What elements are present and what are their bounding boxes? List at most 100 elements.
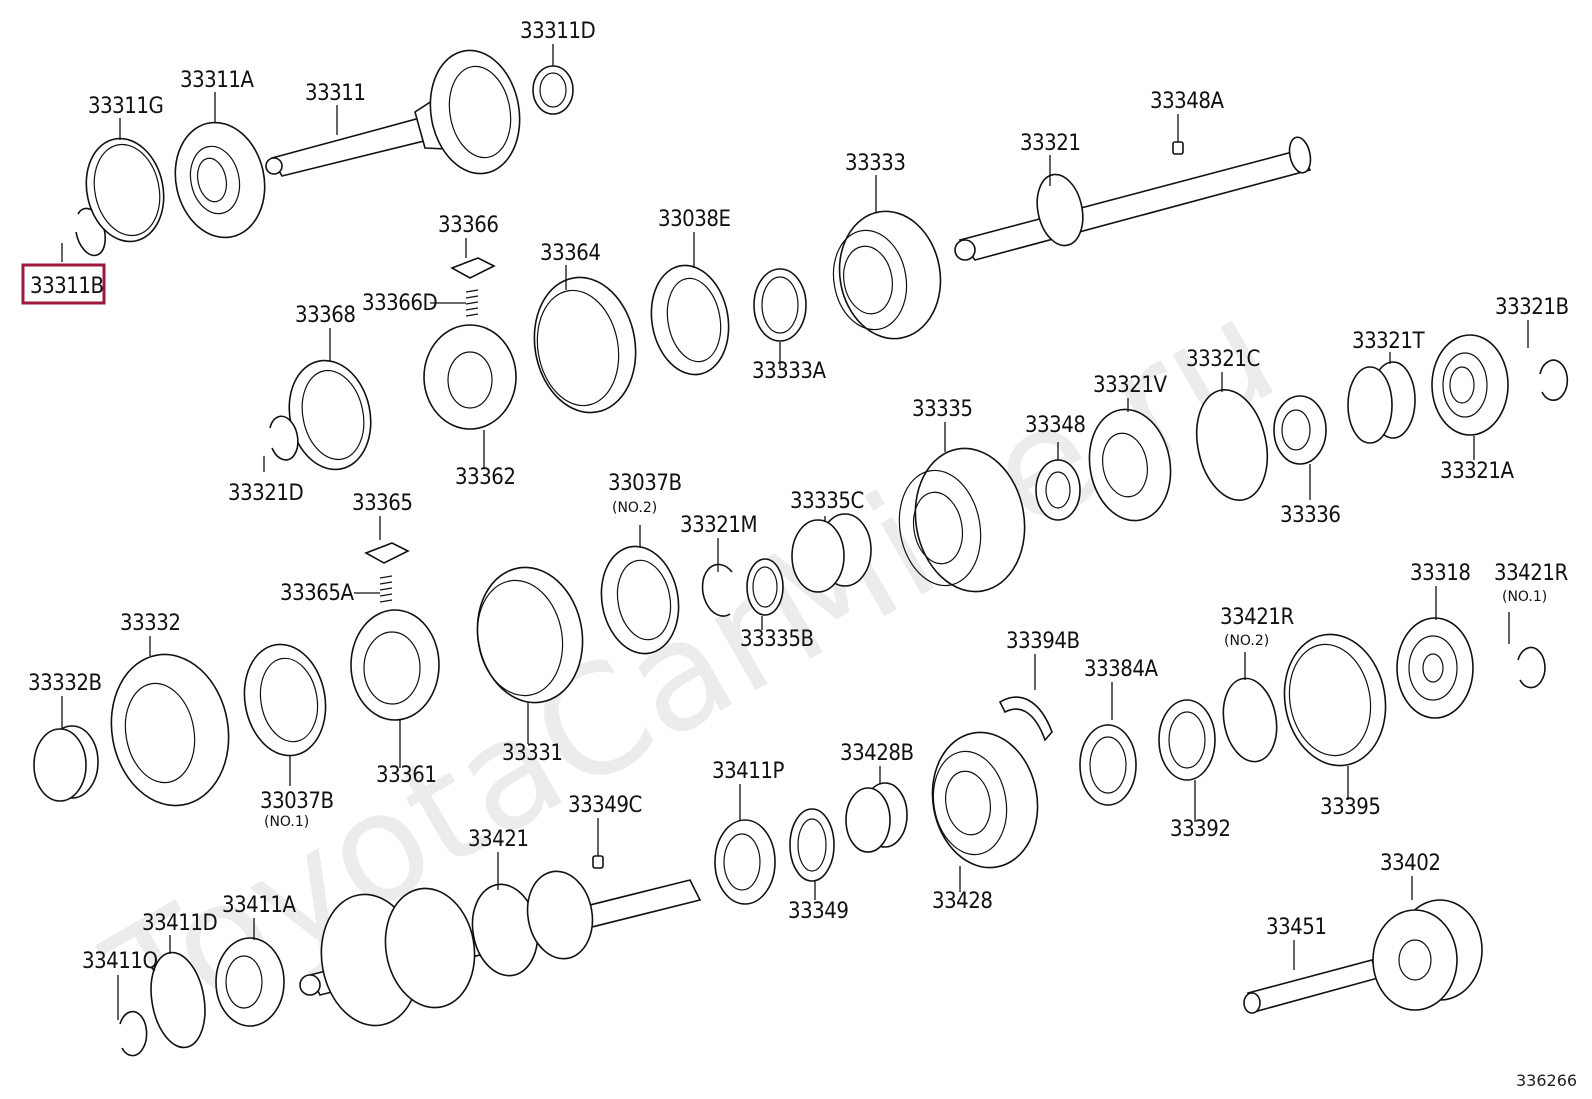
part-label-33366[interactable]: 33366	[438, 213, 499, 238]
part-label-33368[interactable]: 33368	[295, 303, 356, 328]
part-label-33392[interactable]: 33392	[1170, 817, 1231, 842]
part-graphic-33037B-no1	[243, 643, 327, 757]
part-graphic-33348	[1035, 459, 1081, 521]
part-label-33318[interactable]: 33318	[1410, 561, 1471, 586]
part-graphic-33333	[832, 210, 942, 340]
part-label-33332[interactable]: 33332	[120, 611, 181, 636]
part-label-33384A[interactable]: 33384A	[1084, 657, 1159, 682]
part-label-33037B-no2[interactable]: 33037B	[608, 471, 682, 496]
part-graphic-33318	[1396, 617, 1474, 719]
part-label-33451[interactable]: 33451	[1266, 915, 1327, 940]
part-label-33348[interactable]: 33348	[1025, 413, 1086, 438]
part-graphic-33037B-no2	[600, 545, 680, 655]
part-graphic-33421R-no2	[1222, 677, 1278, 763]
part-graphic-33321T	[1347, 361, 1416, 444]
part-label-33333A[interactable]: 33333A	[752, 359, 827, 384]
part-graphic-33428	[931, 731, 1039, 869]
part-label-33411A[interactable]: 33411A	[222, 893, 297, 918]
part-label-33366D[interactable]: 33366D	[362, 291, 438, 316]
part-graphic-33336	[1273, 395, 1327, 465]
part-label-33349C[interactable]: 33349C	[568, 793, 642, 818]
part-graphic-33311D	[532, 65, 574, 115]
part-label-33321B[interactable]: 33321B	[1495, 295, 1569, 320]
part-graphic-33394B	[998, 696, 1053, 742]
part-label-33332B[interactable]: 33332B	[28, 671, 102, 696]
part-label-33421R-no2[interactable]: 33421R	[1220, 605, 1295, 630]
part-label-33321V[interactable]: 33321V	[1093, 373, 1168, 398]
part-graphic-33368	[288, 359, 372, 471]
part-label-33311[interactable]: 33311	[305, 81, 366, 106]
part-label-33361[interactable]: 33361	[376, 763, 437, 788]
part-label-33362[interactable]: 33362	[455, 465, 516, 490]
part-label-33348A[interactable]: 33348A	[1150, 89, 1225, 114]
part-graphic-33321V	[1088, 408, 1172, 522]
part-label-33394B[interactable]: 33394B	[1006, 629, 1080, 654]
part-label-33321[interactable]: 33321	[1020, 131, 1081, 156]
part-graphic-33349	[789, 808, 835, 882]
part-graphic-33335B	[746, 558, 784, 616]
part-label-33395[interactable]: 33395	[1320, 795, 1381, 820]
part-graphic-33335C	[791, 513, 872, 593]
part-label-33411Q[interactable]: 33411Q	[82, 949, 158, 974]
part-label-33038E[interactable]: 33038E	[658, 207, 731, 232]
part-graphic-33332B	[33, 725, 99, 802]
part-graphic-33362	[423, 324, 517, 430]
part-graphic-33361	[350, 609, 440, 721]
part-label-33364[interactable]: 33364	[540, 241, 601, 266]
part-sub-33037B-no2: (NO.2)	[612, 500, 657, 516]
part-sub-33421R-no1: (NO.1)	[1502, 589, 1547, 605]
part-graphic-33311A	[174, 121, 266, 239]
part-graphic-33321B	[1539, 359, 1569, 402]
diagram-reference-number: 336266	[1516, 1071, 1577, 1090]
part-graphic-33421R-no1	[1517, 646, 1546, 689]
part-graphic-33335	[898, 447, 1026, 593]
part-label-33428[interactable]: 33428	[932, 889, 993, 914]
part-label-33037B-no1[interactable]: 33037B	[260, 789, 334, 814]
part-label-33321T[interactable]: 33321T	[1352, 329, 1426, 354]
part-graphic-33321	[954, 136, 1312, 261]
part-graphic-33365	[364, 542, 410, 564]
part-label-33402[interactable]: 33402	[1380, 851, 1441, 876]
part-graphic-33321A	[1431, 334, 1509, 436]
part-graphic-33411Q	[119, 1010, 148, 1057]
part-label-33365[interactable]: 33365	[352, 491, 413, 516]
part-label-33311G[interactable]: 33311G	[88, 94, 164, 119]
part-label-33428B[interactable]: 33428B	[840, 741, 914, 766]
part-graphic-33332	[110, 653, 230, 807]
part-graphic-33331	[476, 566, 584, 704]
highlight-box	[21, 263, 106, 305]
part-graphic-33366	[450, 257, 496, 279]
part-graphic-33395	[1283, 633, 1387, 767]
part-label-33311B[interactable]: 33311B	[30, 274, 104, 299]
part-label-33321M[interactable]: 33321M	[680, 513, 758, 538]
part-label-33321D[interactable]: 33321D	[228, 481, 304, 506]
part-label-33311A[interactable]: 33311A	[180, 68, 255, 93]
part-graphic-33421	[299, 870, 702, 1027]
part-label-33335[interactable]: 33335	[912, 397, 973, 422]
part-label-33321A[interactable]: 33321A	[1440, 459, 1515, 484]
part-label-33411D[interactable]: 33411D	[142, 911, 218, 936]
leader-lines	[61, 44, 1529, 1020]
part-label-33421R-no1[interactable]: 33421R	[1494, 561, 1569, 586]
part-label-33311D[interactable]: 33311D	[520, 19, 596, 44]
part-label-33365A[interactable]: 33365A	[280, 581, 355, 606]
part-label-33333[interactable]: 33333	[845, 151, 906, 176]
part-graphic-33364	[533, 276, 637, 414]
part-graphic-33365A	[379, 575, 393, 603]
part-label-33321C[interactable]: 33321C	[1186, 347, 1260, 372]
part-label-33336[interactable]: 33336	[1280, 503, 1341, 528]
part-graphic-33321D	[269, 415, 299, 461]
part-labels: 33311B 33311G 33311A 33311 33311D 33348A…	[21, 19, 1569, 974]
part-sub-33421R-no2: (NO.2)	[1224, 633, 1269, 649]
part-graphic-33349C	[592, 855, 604, 869]
part-graphic-33451	[1243, 959, 1380, 1014]
part-label-33349[interactable]: 33349	[788, 899, 849, 924]
part-label-33411P[interactable]: 33411P	[712, 759, 785, 784]
part-label-33335C[interactable]: 33335C	[790, 489, 864, 514]
part-label-33331[interactable]: 33331	[502, 741, 563, 766]
part-label-33335B[interactable]: 33335B	[740, 627, 814, 652]
part-label-33421[interactable]: 33421	[468, 827, 529, 852]
part-graphic-33392	[1158, 699, 1216, 781]
part-graphic-33321C	[1195, 388, 1269, 502]
